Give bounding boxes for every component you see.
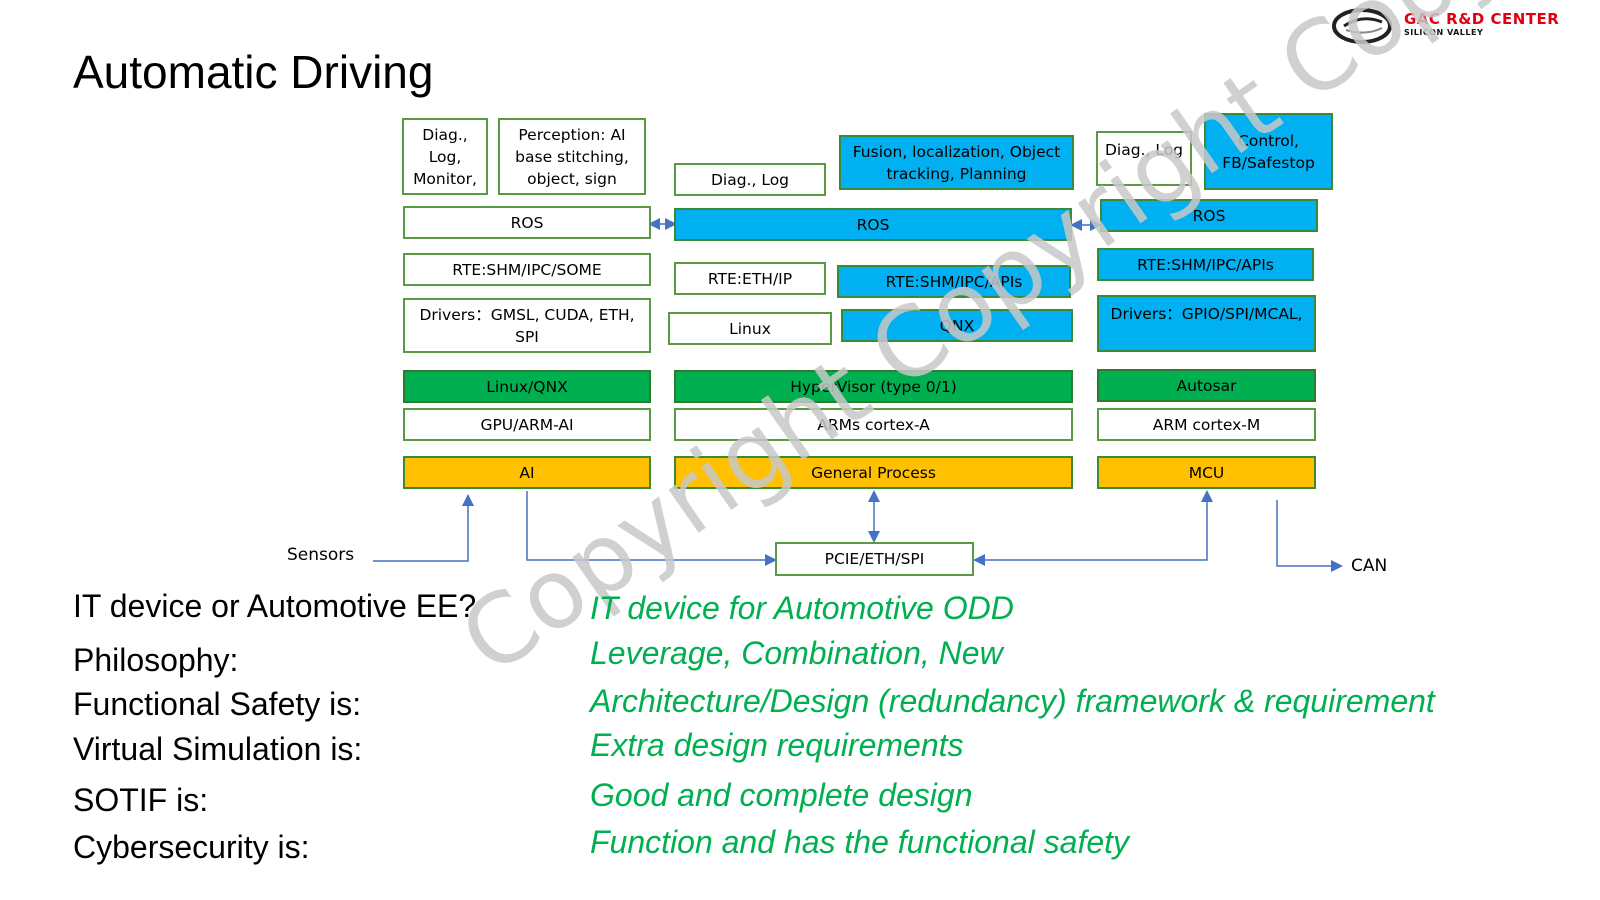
middle-hw-box: ARMs cortex-A — [674, 408, 1073, 441]
qa-answer-1: IT device for Automotive ODD — [590, 590, 1014, 626]
logo-name: GAC R&D CENTER — [1404, 10, 1560, 28]
right-ros-box: ROS — [1100, 199, 1318, 232]
right-hw-box: ARM cortex-M — [1097, 408, 1316, 441]
ai-to-bus-arrow — [526, 491, 777, 566]
left-perception-box: Perception: AI base stitching, object, s… — [498, 118, 646, 195]
sensors-to-ai-arrow — [373, 494, 474, 562]
right-rte-box: RTE:SHM/IPC/APIs — [1097, 248, 1314, 281]
left-hw-box: GPU/ARM-AI — [403, 408, 651, 441]
middle-chip-box: General Process — [674, 456, 1073, 489]
middle-diag-box: Diag., Log — [674, 163, 826, 196]
bus-to-mcu-arrow — [973, 490, 1213, 566]
left-drivers-box: Drivers：GMSL, CUDA, ETH, SPI — [403, 298, 651, 353]
middle-fusion-box: Fusion, localization, Object tracking, P… — [839, 135, 1074, 190]
company-logo: GAC R&D CENTER SILICON VALLEY — [1332, 6, 1594, 52]
right-chip-box: MCU — [1097, 456, 1316, 489]
mcu-to-can-arrow — [1276, 500, 1343, 572]
qa-question-1: IT device or Automotive EE? — [73, 588, 477, 624]
left-diag-box: Diag., Log, Monitor, — [402, 118, 488, 195]
qa-question-4: Virtual Simulation is: — [73, 731, 363, 767]
middle-linux-box: Linux — [668, 312, 832, 345]
right-os-box: Autosar — [1097, 369, 1316, 402]
middle-rte-shm-box: RTE:SHM/IPC/APIs — [837, 265, 1071, 298]
logo-subtitle: SILICON VALLEY — [1404, 28, 1484, 37]
right-diag-box: Diag., Log — [1096, 131, 1192, 186]
gac-logo-icon — [1332, 8, 1392, 44]
qa-answer-3: Architecture/Design (redundancy) framewo… — [590, 683, 1435, 719]
qa-question-2: Philosophy: — [73, 642, 239, 678]
qa-question-3: Functional Safety is: — [73, 686, 362, 722]
qa-answer-4: Extra design requirements — [590, 727, 964, 763]
can-label: CAN — [1351, 556, 1388, 576]
left-chip-box: AI — [403, 456, 651, 489]
right-control-box: Control, FB/Safestop — [1204, 113, 1333, 190]
middle-qnx-box: QNX — [841, 309, 1073, 342]
qa-question-5: SOTIF is: — [73, 782, 209, 818]
middle-ros-box: ROS — [674, 208, 1072, 241]
left-os-box: Linux/QNX — [403, 370, 651, 403]
left-ros-box: ROS — [403, 206, 651, 239]
right-drivers-box: Drivers：GPIO/SPI/MCAL, — [1097, 295, 1316, 352]
bus-box: PCIE/ETH/SPI — [775, 542, 974, 576]
middle-rte-eth-box: RTE:ETH/IP — [674, 262, 826, 295]
qa-answer-6: Function and has the functional safety — [590, 824, 1130, 860]
qa-answer-2: Leverage, Combination, New — [590, 635, 1003, 671]
qa-question-6: Cybersecurity is: — [73, 829, 310, 865]
left-rte-box: RTE:SHM/IPC/SOME — [403, 253, 651, 286]
middle-hypervisor-box: HyperVisor (type 0/1) — [674, 370, 1073, 403]
page-title: Automatic Driving — [73, 46, 434, 98]
qa-answer-5: Good and complete design — [590, 777, 973, 813]
sensors-label: Sensors — [287, 545, 355, 565]
